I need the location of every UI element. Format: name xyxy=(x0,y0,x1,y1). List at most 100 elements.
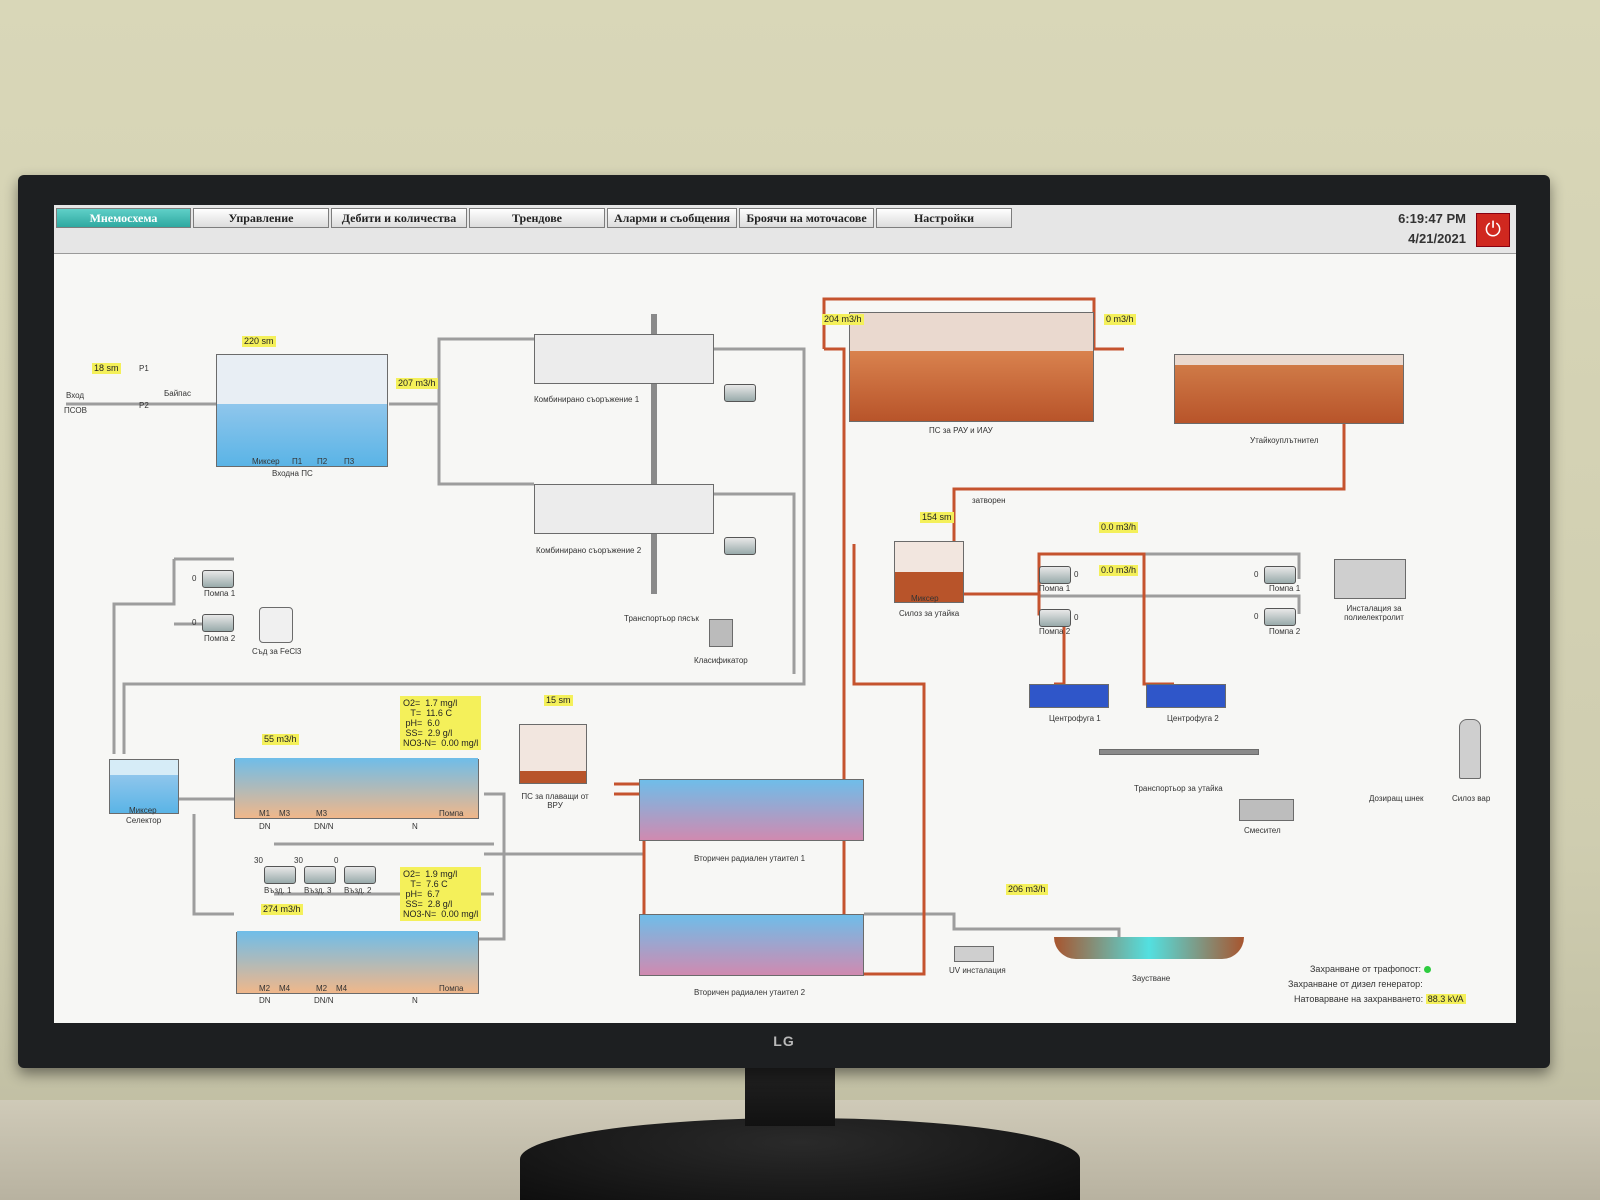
clarifier-1[interactable] xyxy=(639,779,864,841)
blower-3[interactable] xyxy=(304,866,336,884)
load-status-value: 88.3 kVA xyxy=(1425,994,1466,1004)
trafo-status-indicator xyxy=(1424,966,1432,974)
lime-mixer[interactable] xyxy=(1239,799,1294,821)
inlet-ps-p1-label: П1 xyxy=(292,457,303,466)
lime-silo-label: Силоз вар xyxy=(1452,794,1491,803)
line2-m2b-label: M2 xyxy=(316,984,328,993)
classifier-label: Класификатор xyxy=(694,656,748,665)
poly-pump-1-label: Помпа 1 xyxy=(1269,584,1301,593)
tab-trends[interactable]: Трендове xyxy=(469,208,605,228)
line1-dnn-label: DN/N xyxy=(314,822,334,831)
silo-to-centrifuge1 xyxy=(1037,594,1066,686)
blower-3-label: Възд. 3 xyxy=(304,886,332,895)
tab-mnemonic[interactable]: Мнемосхема xyxy=(56,208,191,228)
outlet-label: Заустване xyxy=(1132,974,1171,983)
fecl3-pump-2[interactable] xyxy=(202,614,234,632)
sludge-conveyor xyxy=(1099,749,1259,755)
fecl3-pipe xyxy=(112,559,176,754)
bio-line-2-tank xyxy=(236,931,479,994)
sludge-pump-2-label: Помпа 2 xyxy=(1039,627,1071,636)
tab-control[interactable]: Управление xyxy=(193,208,329,228)
blower-3-value: 30 xyxy=(294,856,303,865)
clarifier-2[interactable] xyxy=(639,914,864,976)
diesel-status: Захранване от дизел генератор: xyxy=(1288,979,1423,989)
blower-2-label: Възд. 2 xyxy=(344,886,372,895)
sludge-flow-1-tag: 0.0 m3/h xyxy=(1099,522,1139,533)
bypass-label: Байпас xyxy=(164,389,191,398)
bio-line-1-flow-tag: 55 m3/h xyxy=(262,734,299,745)
line1-m3a-label: M3 xyxy=(279,809,291,818)
centrifuge-2[interactable] xyxy=(1146,684,1226,708)
inlet-level-tag: 18 sm xyxy=(92,363,121,374)
tab-alarms[interactable]: Аларми и съобщения xyxy=(607,208,737,228)
fecl3-vessel xyxy=(259,607,293,643)
lime-mixer-label: Смесител xyxy=(1244,826,1281,835)
sludge-pump-1-state: 0 xyxy=(1074,570,1079,579)
classifier[interactable] xyxy=(709,619,733,647)
clock-date: 4/21/2021 xyxy=(1408,231,1466,246)
inlet-ps-level-tag: 220 sm xyxy=(242,336,276,347)
pipe-screens-to-bio xyxy=(122,347,806,754)
fecl3-pump-1[interactable] xyxy=(202,570,234,588)
load-status-label: Натоварване на захранването: xyxy=(1294,994,1424,1004)
sludge-pump-2-state: 0 xyxy=(1074,613,1079,622)
fecl3-pump-2-label: Помпа 2 xyxy=(204,634,236,643)
inlet-ps-label: Входна ПС xyxy=(272,469,313,478)
combined-unit-1-label: Комбинирано съоръжение 1 xyxy=(534,395,640,404)
centrifuge-2-label: Центрофуга 2 xyxy=(1167,714,1219,723)
tab-settings[interactable]: Настройки xyxy=(876,208,1012,228)
uv-installation[interactable] xyxy=(954,946,994,962)
sludge-pump-2[interactable] xyxy=(1039,609,1071,627)
dosing-screw-label: Дозиращ шнек xyxy=(1369,794,1424,803)
poly-pump-2-label: Помпа 2 xyxy=(1269,627,1301,636)
poly-installation-label: Инсталация за полиелектролит xyxy=(1344,604,1404,622)
poly-pump-2-state: 0 xyxy=(1254,612,1259,621)
ps-rau-flow-out-tag: 0 m3/h xyxy=(1104,314,1136,325)
line2-m4a-label: M4 xyxy=(279,984,291,993)
diesel-status-label: Захранване от дизел генератор: xyxy=(1288,979,1423,989)
poly-pump-1[interactable] xyxy=(1264,566,1296,584)
screen1-blower[interactable] xyxy=(724,384,756,402)
ps-floating-level-tag: 15 sm xyxy=(544,695,573,706)
inlet-ps-mixer-label: Миксер xyxy=(252,457,280,466)
combined-unit-2-label: Комбинирано съоръжение 2 xyxy=(536,546,642,555)
centrifuge-1-label: Центрофуга 1 xyxy=(1049,714,1101,723)
blower-1[interactable] xyxy=(264,866,296,884)
fecl3-vessel-label: Съд за FeCl3 xyxy=(252,647,302,656)
poly-installation[interactable] xyxy=(1334,559,1406,599)
line1-dn-label: DN xyxy=(259,822,271,831)
screen2-blower[interactable] xyxy=(724,537,756,555)
power-button[interactable]: ⏻ xyxy=(1476,213,1510,247)
blower-2[interactable] xyxy=(344,866,376,884)
closed-valve-label: затворен xyxy=(972,496,1006,505)
power-icon: ⏻ xyxy=(1485,218,1501,241)
inlet-label-top: Вход xyxy=(66,391,85,400)
blower-1-label: Възд. 1 xyxy=(264,886,292,895)
thickener-tank xyxy=(1174,354,1404,424)
sludge-pump-1[interactable] xyxy=(1039,566,1071,584)
poly-pump-2[interactable] xyxy=(1264,608,1296,626)
poly-pump-1-state: 0 xyxy=(1254,570,1259,579)
thickener-label: Утайкоуплътнител xyxy=(1250,436,1319,445)
line1-pump-label: Помпа xyxy=(439,809,464,818)
line2-n-label: N xyxy=(412,996,418,1005)
line1-analyzer-readout: O2= 1.7 mg/l T= 11.6 C pH= 6.0 SS= 2.9 g… xyxy=(400,696,482,750)
bio-line-2-flow-tag: 274 m3/h xyxy=(261,904,303,915)
combined-unit-1[interactable] xyxy=(534,334,714,384)
tab-flows[interactable]: Дебити и количества xyxy=(331,208,467,228)
inlet-p1-label: P1 xyxy=(139,364,149,373)
pipe-to-screen1 xyxy=(437,337,534,404)
line2-m4b-label: M4 xyxy=(336,984,348,993)
tab-hour-counters[interactable]: Броячи на моточасове xyxy=(739,208,874,228)
outlet-basin xyxy=(1054,937,1244,959)
fecl3-pump-1-label: Помпа 1 xyxy=(204,589,236,598)
lime-silo xyxy=(1459,719,1481,779)
inlet-ps-p2-label: П2 xyxy=(317,457,328,466)
combined-unit-2[interactable] xyxy=(534,484,714,534)
centrifuge-1[interactable] xyxy=(1029,684,1109,708)
ps-rau-label: ПС за РАУ и ИАУ xyxy=(929,426,993,435)
ps-rau-tank xyxy=(849,312,1094,422)
sand-transport-label: Транспортьор пясък xyxy=(624,614,699,623)
ps-rau-flow-in-tag: 204 m3/h xyxy=(822,314,864,325)
line2-analyzer-readout: O2= 1.9 mg/l T= 7.6 C pH= 6.7 SS= 2.8 g/… xyxy=(400,867,482,921)
